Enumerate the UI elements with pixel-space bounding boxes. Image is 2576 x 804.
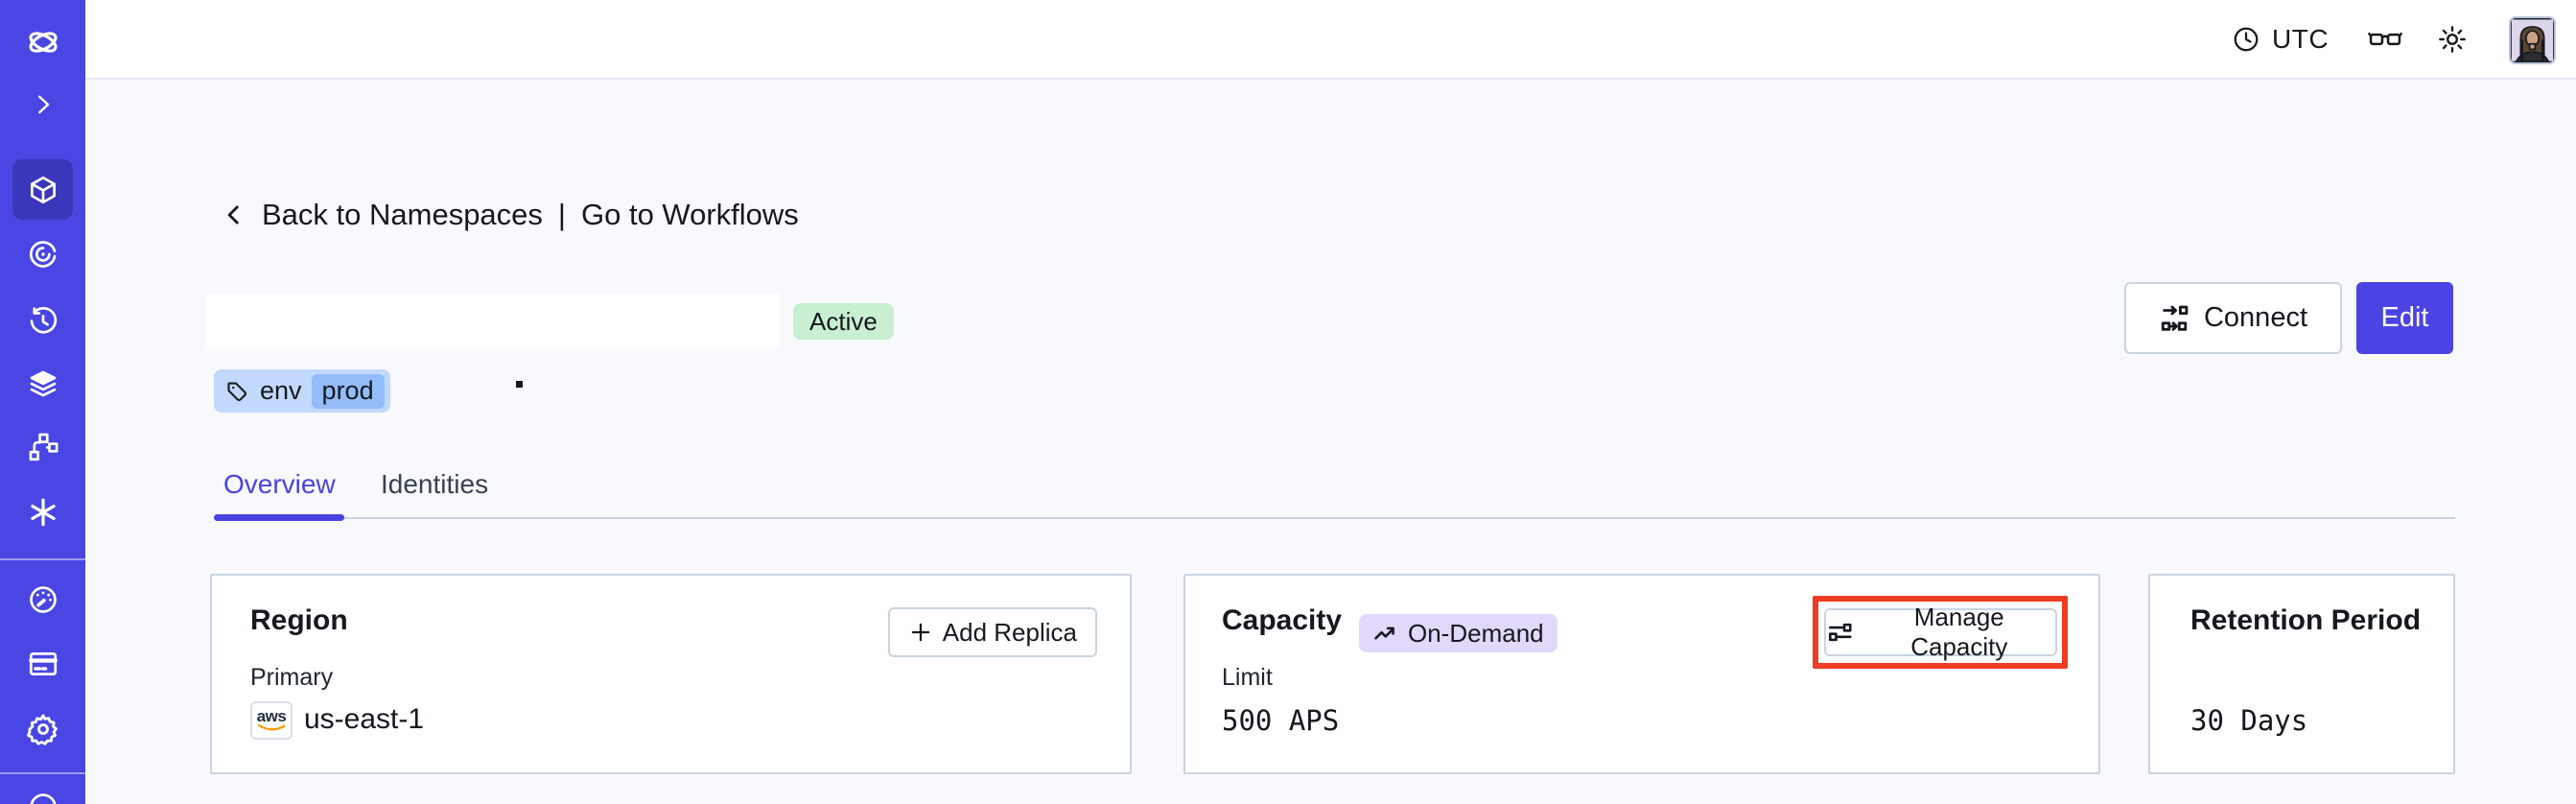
add-replica-button[interactable]: Add Replica — [887, 607, 1097, 657]
breadcrumb: Back to Namespaces | Go to Workflows — [222, 194, 799, 236]
sidebar-item-settings[interactable] — [0, 711, 85, 747]
sidebar-item-stacks[interactable] — [0, 367, 85, 401]
sidebar-item-usage[interactable] — [0, 582, 85, 617]
sidebar-item-schedules[interactable] — [0, 304, 85, 339]
limit-label: Limit — [1222, 664, 1273, 691]
sidebar-item-asterisk[interactable] — [0, 495, 85, 530]
chevron-right-icon — [37, 95, 49, 114]
capacity-card: Capacity On-Demand Manage Capacity Limit… — [1183, 574, 2100, 774]
sidebar-item-expand[interactable] — [0, 88, 85, 121]
nexus-spiral-icon — [29, 241, 56, 268]
labs-toggle-button[interactable] — [2368, 0, 2402, 78]
tag-value-chip: prod — [311, 373, 385, 409]
sidebar-item-account[interactable] — [0, 790, 85, 804]
retention-card: Retention Period 30 Days — [2148, 574, 2455, 774]
breadcrumb-separator: | — [557, 198, 566, 231]
tab-overview[interactable]: Overview — [223, 469, 336, 499]
region-value: us-east-1 — [304, 703, 425, 735]
schedules-clock-icon — [30, 306, 57, 334]
namespaces-cube-icon — [30, 176, 56, 204]
billing-card-icon — [28, 652, 58, 675]
timezone-label: UTC — [2272, 23, 2330, 54]
on-demand-badge-label: On-Demand — [1408, 618, 1544, 648]
theme-toggle-button[interactable] — [2437, 0, 2468, 78]
sidebar-divider — [0, 558, 85, 560]
tab-identities[interactable]: Identities — [381, 469, 489, 499]
tag-key: env — [260, 376, 302, 405]
trending-up-icon — [1374, 627, 1394, 640]
temporal-logo-icon — [28, 32, 58, 53]
avatar-image — [2511, 18, 2554, 62]
deployments-branch-icon — [29, 433, 59, 461]
namespace-tag[interactable]: env prod — [214, 369, 390, 413]
user-avatar[interactable] — [2509, 16, 2556, 64]
primary-label: Primary — [250, 664, 334, 691]
sidebar-divider — [0, 772, 85, 774]
back-to-namespaces-link[interactable]: Back to Namespaces — [262, 198, 543, 231]
clock-icon — [2234, 27, 2259, 51]
chevron-left-icon[interactable] — [222, 201, 246, 229]
stacks-layers-icon — [30, 370, 56, 397]
sidebar-item-logo[interactable] — [0, 23, 85, 61]
connect-flow-icon — [2161, 305, 2189, 331]
asterisk-icon — [30, 498, 56, 527]
topbar: UTC — [85, 0, 2576, 80]
sliders-icon — [1828, 623, 1852, 642]
capacity-card-title: Capacity — [1222, 604, 1343, 636]
on-demand-badge: On-Demand — [1359, 614, 1557, 652]
manage-capacity-label: Manage Capacity — [1910, 603, 2008, 661]
add-replica-label: Add Replica — [942, 617, 1077, 647]
sidebar-item-deployments[interactable] — [0, 430, 85, 464]
retention-card-title: Retention Period — [2190, 604, 2422, 636]
go-to-workflows-link[interactable]: Go to Workflows — [580, 198, 799, 231]
sidebar-nav — [0, 0, 85, 804]
aws-provider-badge: aws — [250, 701, 293, 740]
sun-icon — [2439, 25, 2466, 53]
status-badge: Active — [793, 303, 894, 340]
region-card: Region Add Replica Primary aws us-east-1 — [210, 574, 1132, 774]
sidebar-item-namespaces[interactable] — [0, 173, 85, 207]
capacity-limit-value: 500 APS — [1222, 704, 1340, 737]
aws-logo-text: aws — [256, 707, 287, 725]
region-card-title: Region — [250, 604, 348, 636]
connect-button-label: Connect — [2203, 302, 2307, 333]
settings-gear-icon — [26, 714, 58, 745]
usage-gauge-icon — [29, 586, 57, 613]
retention-value: 30 Days — [2190, 704, 2308, 737]
account-circle-icon — [30, 793, 56, 804]
manage-capacity-button[interactable]: Manage Capacity — [1823, 603, 2057, 661]
edit-button-label: Edit — [2380, 302, 2429, 333]
aws-smile-icon — [257, 723, 286, 731]
timezone-selector[interactable]: UTC — [2232, 0, 2329, 78]
plus-icon — [911, 623, 930, 642]
active-tab-underline — [214, 514, 344, 521]
edit-button[interactable]: Edit — [2356, 282, 2453, 354]
sidebar-item-nexus[interactable] — [0, 237, 85, 272]
sidebar-item-billing[interactable] — [0, 647, 85, 681]
tabs-divider-rule — [214, 517, 2455, 519]
tag-icon — [227, 382, 246, 401]
redaction-artifact — [516, 381, 523, 388]
annotation-highlight-box: Manage Capacity — [1813, 596, 2068, 669]
glasses-icon — [2368, 32, 2402, 45]
connect-button[interactable]: Connect — [2124, 282, 2342, 354]
namespace-title-redacted — [206, 294, 780, 348]
